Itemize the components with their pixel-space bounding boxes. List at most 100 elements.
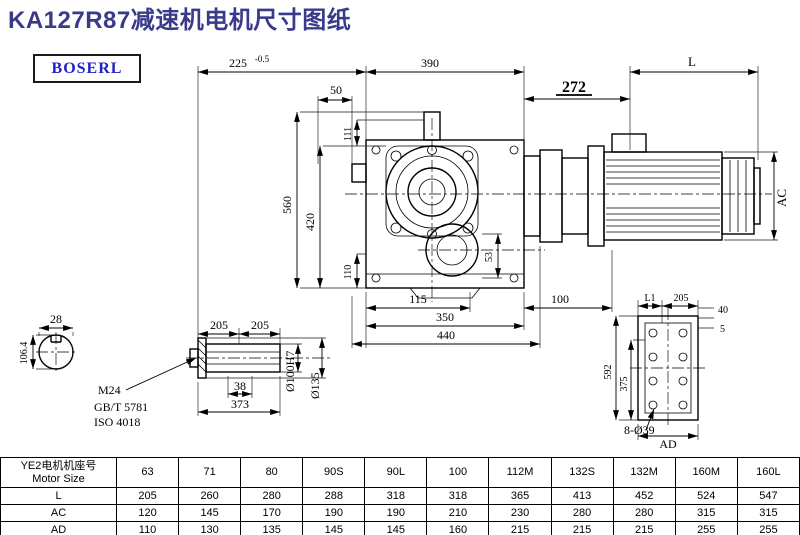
page-title: KA127R87减速机电机尺寸图纸 xyxy=(8,7,352,34)
table-cell: 215 xyxy=(550,521,614,535)
dim-225-tolerance: -0.5 xyxy=(255,54,270,64)
dim-350-label: 350 xyxy=(436,310,454,324)
table-cell: 145 xyxy=(302,521,366,535)
table-cell: 413 xyxy=(550,487,614,505)
dim-AD-label: AD xyxy=(659,437,677,451)
dim-L1-label: L1 xyxy=(644,293,655,304)
table-header-row: YE2电机机座号 Motor Size 63 71 80 90S 90L 100… xyxy=(0,457,800,488)
dim-38-label: 38 xyxy=(234,379,246,393)
dim-dia100h7-label: Ø100H7 xyxy=(283,351,297,392)
table-header-cell: 80 xyxy=(240,457,304,488)
table-row-L: L 205 260 280 288 318 318 365 413 452 52… xyxy=(0,487,800,505)
dim-AC-label: AC xyxy=(774,189,789,207)
dim-111-label: 111 xyxy=(343,127,354,141)
table-cell: 318 xyxy=(426,487,490,505)
table-cell: 255 xyxy=(674,521,738,535)
output-shaft-side-view xyxy=(189,337,281,379)
dim-106-4-label: 106.4 xyxy=(19,342,30,365)
table-cell: 215 xyxy=(612,521,676,535)
dim-205b-label: 205 xyxy=(251,318,269,332)
table-header-cell: 90L xyxy=(364,457,428,488)
gearbox-housing xyxy=(351,111,525,299)
dim-440-label: 440 xyxy=(437,328,455,342)
standard-gb-label: GB/T 5781 xyxy=(94,400,148,414)
dim-560-label: 560 xyxy=(280,196,294,214)
table-cell: 315 xyxy=(736,504,800,522)
table-cell: 547 xyxy=(736,487,800,505)
dim-205c-label: 205 xyxy=(674,293,689,304)
table-cell: 280 xyxy=(550,504,614,522)
table-row-AD: AD 110 130 135 145 145 160 215 215 215 2… xyxy=(0,521,800,535)
adapter-bell-housing xyxy=(523,145,605,247)
table-header-cell: 160L xyxy=(736,457,800,488)
dim-50-label: 50 xyxy=(330,83,342,97)
table-cell: 145 xyxy=(178,504,242,522)
table-cell: 288 xyxy=(302,487,366,505)
motor xyxy=(603,133,761,241)
dim-373-label: 373 xyxy=(231,397,249,411)
table-cell: 135 xyxy=(240,521,304,535)
dim-8-dia39-label: 8-Ø39 xyxy=(624,423,655,437)
mounting-flange-view xyxy=(637,315,699,421)
table-cell: 210 xyxy=(426,504,490,522)
table-cell: 110 xyxy=(115,521,180,535)
boserl-logo: BOSERL xyxy=(33,54,141,83)
boserl-logo-text: BOSERL xyxy=(51,59,123,77)
dim-420-label: 420 xyxy=(303,213,317,231)
row-label: AD xyxy=(0,521,117,535)
centerlines xyxy=(36,118,772,428)
table-cell: 280 xyxy=(240,487,304,505)
dim-5-label: 5 xyxy=(720,324,725,335)
table-cell: 315 xyxy=(674,504,738,522)
table-row-AC: AC 120 145 170 190 190 210 230 280 280 3… xyxy=(0,504,800,522)
standard-iso-label: ISO 4018 xyxy=(94,415,140,429)
table-cell: 260 xyxy=(178,487,242,505)
extension-lines xyxy=(36,66,778,440)
table-header-cell: 132M xyxy=(612,457,676,488)
table-cell: 230 xyxy=(488,504,552,522)
dim-110-label: 110 xyxy=(343,265,354,280)
row-label: L xyxy=(0,487,117,505)
dim-272-label: 272 xyxy=(562,79,586,96)
table-cell: 160 xyxy=(426,521,490,535)
dim-28-label: 28 xyxy=(50,312,62,326)
thread-m24-label: M24 xyxy=(98,383,121,397)
dim-40-label: 40 xyxy=(718,305,728,316)
output-shaft-end-view xyxy=(38,334,74,370)
table-cell: 120 xyxy=(115,504,180,522)
technical-drawing: 225 -0.5 390 272 L 50 560 420 111 110 53… xyxy=(19,54,789,451)
table-cell: 280 xyxy=(612,504,676,522)
dim-205a-label: 205 xyxy=(210,318,228,332)
dim-375-label: 375 xyxy=(619,377,630,392)
motor-size-label-cn: YE2电机机座号 xyxy=(20,459,97,472)
table-header-cell: 100 xyxy=(426,457,490,488)
table-cell: 205 xyxy=(115,487,180,505)
table-cell: 170 xyxy=(240,504,304,522)
motor-size-label-en: Motor Size xyxy=(32,472,85,485)
row-label: AC xyxy=(0,504,117,522)
table-header-cell: 63 xyxy=(115,457,180,488)
table-cell: 524 xyxy=(674,487,738,505)
table-cell: 145 xyxy=(364,521,428,535)
dimension-labels: 225 -0.5 390 272 L 50 560 420 111 110 53… xyxy=(19,54,789,451)
dim-dia135-label: Ø135 xyxy=(308,372,322,399)
table-header-cell: 132S xyxy=(550,457,614,488)
table-cell: 452 xyxy=(612,487,676,505)
table-header-motor-size: YE2电机机座号 Motor Size xyxy=(0,457,117,488)
dim-390-label: 390 xyxy=(421,56,439,70)
table-header-cell: 71 xyxy=(178,457,242,488)
table-cell: 190 xyxy=(364,504,428,522)
table-header-cell: 90S xyxy=(302,457,366,488)
dimension-lines xyxy=(30,69,777,439)
table-cell: 190 xyxy=(302,504,366,522)
dim-L-label: L xyxy=(688,54,696,69)
dim-53-label: 53 xyxy=(484,252,495,262)
table-cell: 318 xyxy=(364,487,428,505)
motor-size-table: YE2电机机座号 Motor Size 63 71 80 90S 90L 100… xyxy=(0,457,800,535)
dim-100-label: 100 xyxy=(551,292,569,306)
table-header-cell: 112M xyxy=(488,457,552,488)
table-header-cell: 160M xyxy=(674,457,738,488)
table-cell: 130 xyxy=(178,521,242,535)
table-cell: 255 xyxy=(736,521,800,535)
table-cell: 215 xyxy=(488,521,552,535)
